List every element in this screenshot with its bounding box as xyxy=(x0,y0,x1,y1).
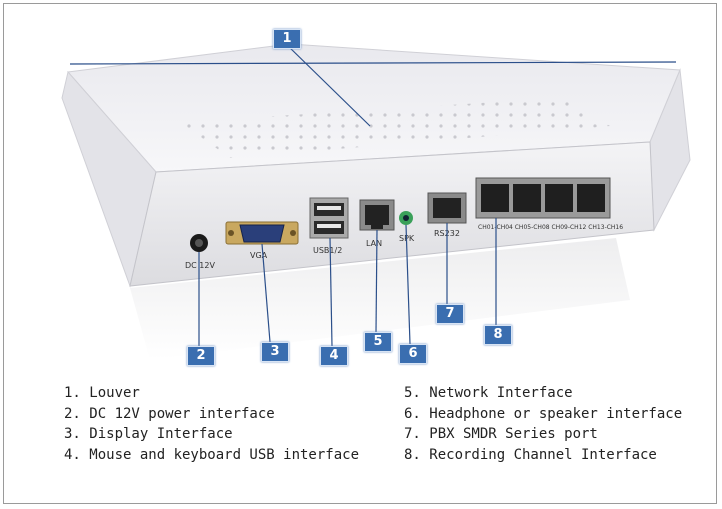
lan-port xyxy=(359,199,395,231)
dc-port-label: DC 12V xyxy=(185,261,215,270)
vga-port xyxy=(225,221,299,245)
channels-port-label: CH01-CH04 CH05-CH08 CH09-CH12 CH13-CH16 xyxy=(478,224,623,231)
callout-5: 5 xyxy=(364,332,392,352)
legend-item-display: 3. Display Interface xyxy=(64,426,233,443)
legend-item-pbx-smdr: 7. PBX SMDR Series port xyxy=(404,426,598,443)
speaker-jack xyxy=(399,211,413,225)
usb-ports xyxy=(309,197,349,239)
louver-dimension-line xyxy=(69,61,677,65)
leader-4 xyxy=(329,237,333,347)
legend-item-louver: 1. Louver xyxy=(64,385,140,401)
callout-7: 7 xyxy=(436,304,464,324)
device-reflection xyxy=(130,238,630,360)
leader-lines xyxy=(198,218,497,347)
callout-3: 3 xyxy=(261,342,289,362)
leader-3 xyxy=(261,243,271,343)
legend-right: 5. Network Interface 6. Headphone or spe… xyxy=(404,383,682,466)
dc-12v-jack xyxy=(190,234,208,252)
legend-item-headphone: 6. Headphone or speaker interface xyxy=(404,405,683,422)
leader-6 xyxy=(405,224,411,345)
legend-item-network: 5. Network Interface xyxy=(404,385,573,401)
callout-1: 1 xyxy=(273,29,301,49)
leader-5 xyxy=(375,229,378,333)
legend-item-dc-power: 2. DC 12V power interface xyxy=(64,405,275,422)
callout-6: 6 xyxy=(399,344,427,364)
legend-item-usb: 4. Mouse and keyboard USB interface xyxy=(64,447,360,464)
lan-port-label: LAN xyxy=(366,239,382,248)
legend-item-recording: 8. Recording Channel Interface xyxy=(404,447,657,464)
channel-ports xyxy=(475,177,611,219)
vga-port-label: VGA xyxy=(250,251,268,260)
louver-vents xyxy=(180,98,610,158)
callout-4: 4 xyxy=(320,346,348,366)
louver-leader-line xyxy=(285,43,371,127)
callout-8: 8 xyxy=(484,325,512,345)
legend-left: 1. Louver 2. DC 12V power interface 3. D… xyxy=(64,383,359,466)
usb-port-label: USB1/2 xyxy=(313,246,342,255)
callout-2: 2 xyxy=(187,346,215,366)
rs232-port xyxy=(427,192,467,224)
